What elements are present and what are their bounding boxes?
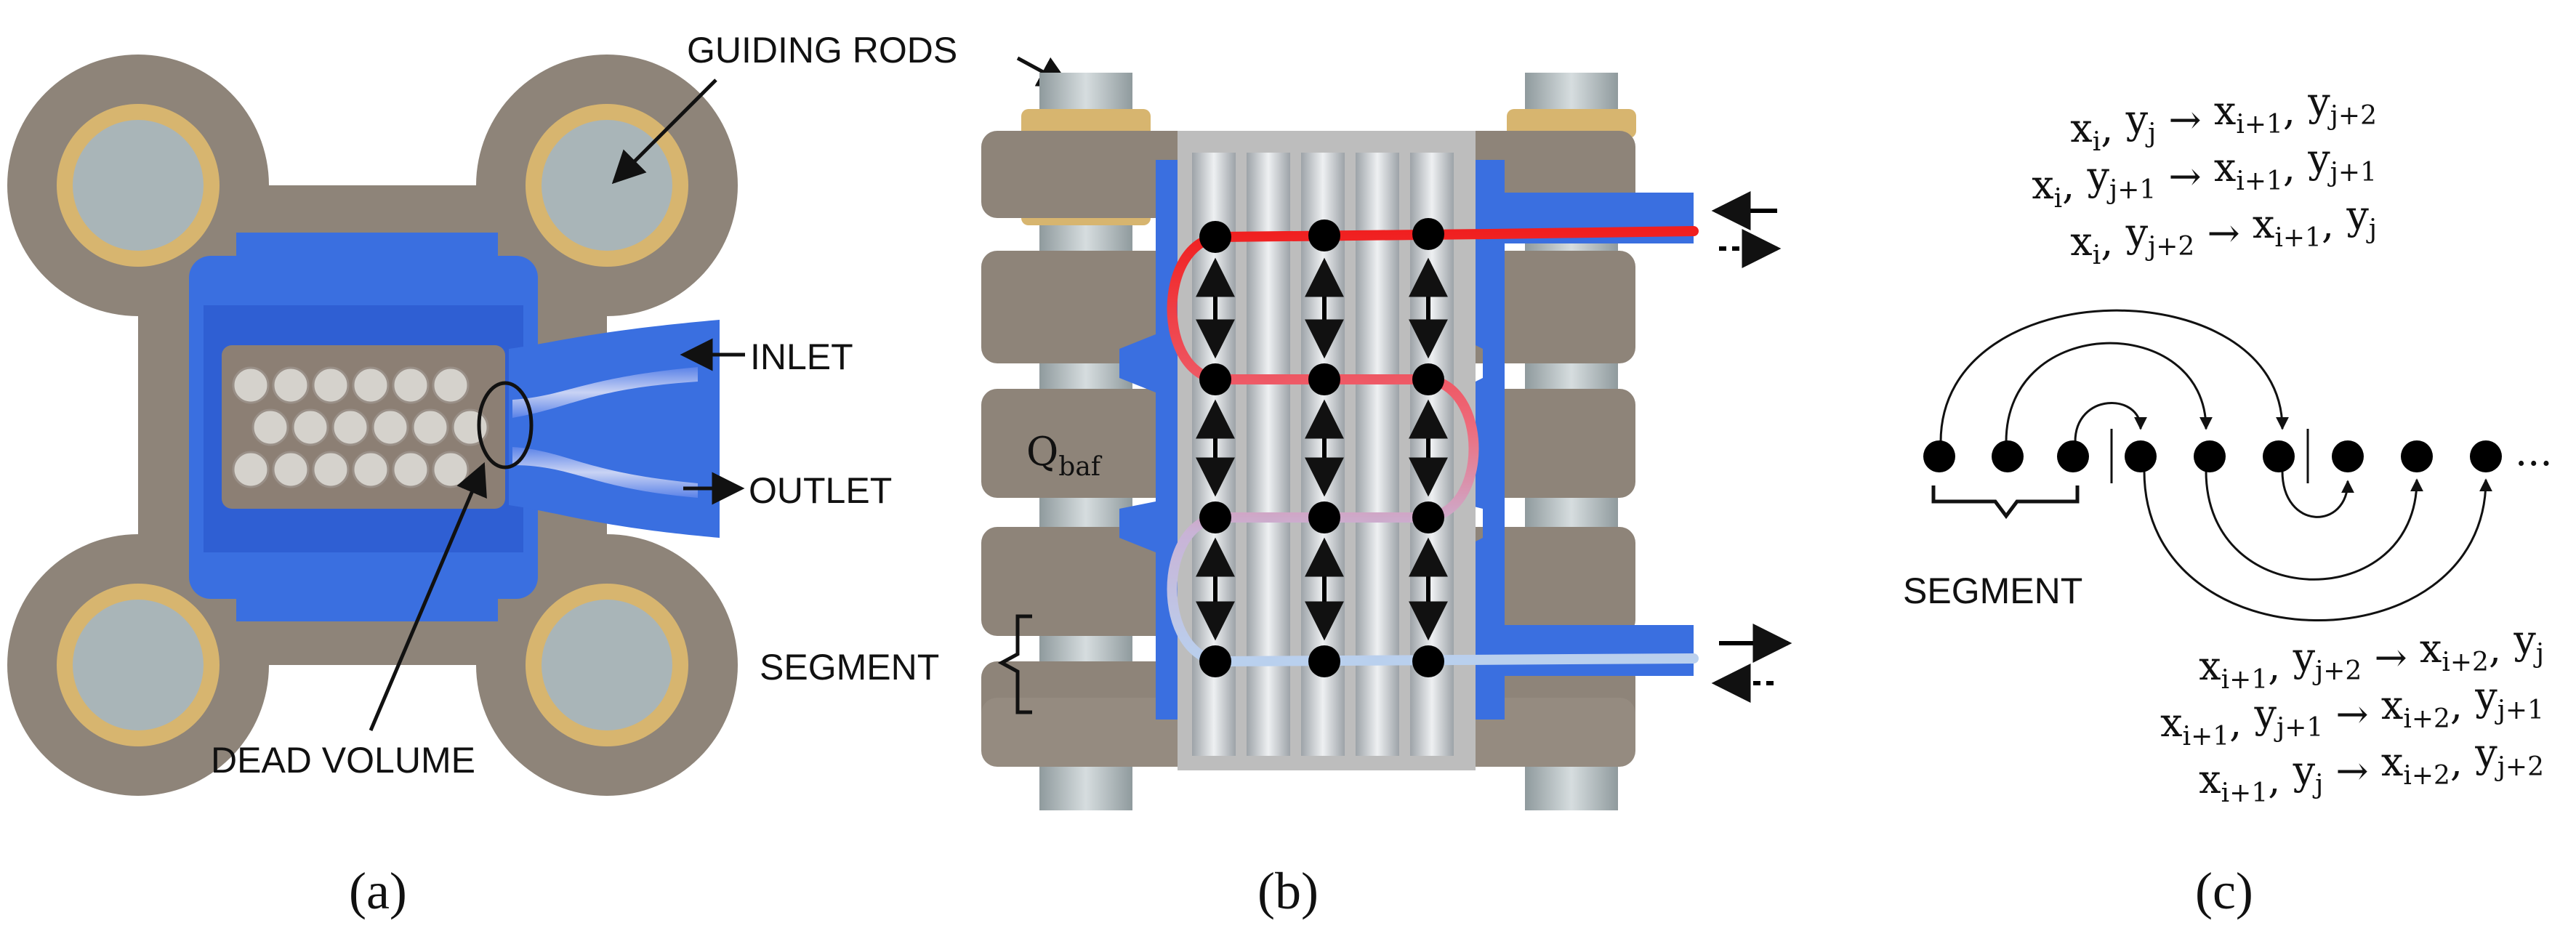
transition-rule: xi, yj+1 → xi+1, yj+1 (2032, 136, 2377, 214)
guiding-rods-label: GUIDING RODS (687, 30, 957, 70)
dead-volume-marker (477, 381, 534, 469)
transition-rule: xi, yj → xi+1, yj+2 (2070, 79, 2377, 157)
flow-path (1167, 226, 1699, 667)
dead-volume-arrow (369, 462, 487, 731)
panel-a: GUIDING RODS INLET OUTLET DEAD VOLUME (a… (7, 30, 1071, 920)
packed-bed (232, 366, 489, 488)
segment-nodes (1923, 440, 2502, 472)
q-baf-label: Qbaf (1026, 429, 1103, 482)
dead-volume-label: DEAD VOLUME (211, 740, 475, 781)
ellipsis: ... (2515, 429, 2553, 475)
top-rules: xi, yj → xi+1, yj+2xi, yj+1 → xi+1, yj+1… (2032, 79, 2377, 270)
panel-c-label: (c) (2195, 862, 2253, 920)
port-arrows (1711, 191, 1792, 703)
panel-b-label: (b) (1257, 862, 1319, 920)
inlet-label: INLET (750, 336, 853, 377)
outlet-label: OUTLET (749, 470, 892, 511)
segment-label-b: SEGMENT (760, 647, 939, 688)
transition-rule: xi, yj+2 → xi+1, yj (2070, 193, 2377, 270)
flow-nodes (1199, 218, 1444, 677)
transition-rule: xi+1, yj+1 → xi+2, yj+1 (2160, 674, 2544, 751)
panel-a-label: (a) (349, 862, 407, 920)
segment-brace-b (997, 614, 1032, 714)
vertical-exchange-arrows (1196, 257, 1448, 641)
segment-label-c: SEGMENT (1903, 571, 2082, 611)
corner-lugs (7, 55, 738, 796)
transition-arcs (1939, 309, 2492, 621)
transition-rule: xi+1, yj+2 → xi+2, yj (2199, 617, 2544, 695)
segment-brace-c (1931, 485, 2080, 520)
guiding-rods-arrow (611, 78, 717, 185)
transition-rule: xi+1, yj → xi+2, yj+2 (2199, 730, 2544, 808)
panel-c: xi, yj → xi+1, yj+2xi, yj+1 → xi+1, yj+1… (1903, 79, 2553, 920)
panel-b: Qbaf SEGMENT (b) (760, 73, 1792, 920)
